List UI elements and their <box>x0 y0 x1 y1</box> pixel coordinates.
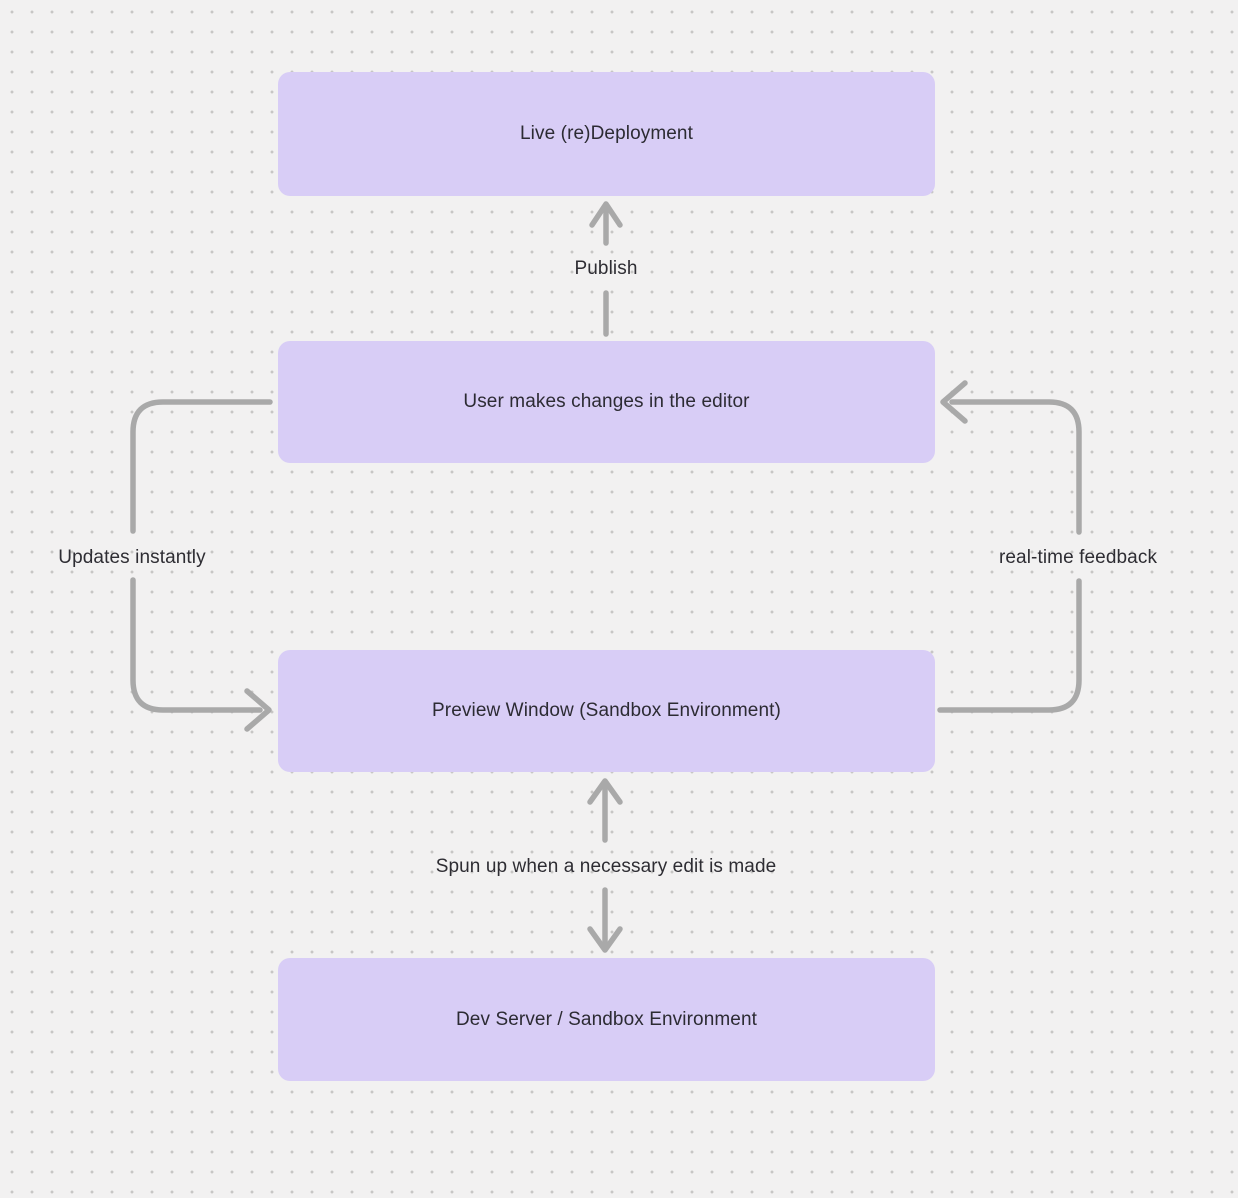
node-preview-window: Preview Window (Sandbox Environment) <box>278 650 935 772</box>
node-user-changes: User makes changes in the editor <box>278 341 935 463</box>
realtime-feedback-connector <box>937 380 1082 713</box>
edge-label-publish: Publish <box>574 258 638 279</box>
node-live-redeployment: Live (re)Deployment <box>278 72 935 196</box>
node-dev-server-label: Dev Server / Sandbox Environment <box>455 1008 757 1030</box>
edge-label-spun-up: Spun up when a necessary edit is made <box>435 856 777 877</box>
updates-instantly-connector <box>130 399 273 732</box>
node-dev-server: Dev Server / Sandbox Environment <box>278 958 935 1081</box>
edge-label-realtime-feedback: real-time feedback <box>998 547 1158 568</box>
edge-label-updates-instantly: Updates instantly <box>58 547 206 568</box>
node-live-redeployment-label: Live (re)Deployment <box>520 123 693 144</box>
node-user-changes-label: User makes changes in the editor <box>463 391 750 412</box>
publish-arrow <box>589 201 623 337</box>
node-preview-window-label: Preview Window (Sandbox Environment) <box>432 700 781 721</box>
sandbox-spinup-connector <box>587 778 623 953</box>
